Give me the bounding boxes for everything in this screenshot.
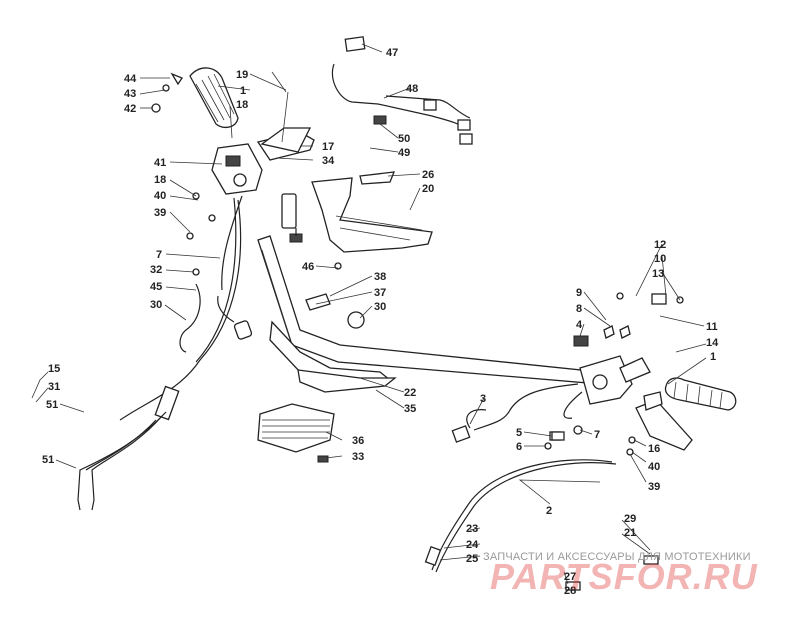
callout-16: 16 (648, 443, 660, 455)
callout-35: 35 (404, 403, 416, 415)
callout-51-lower: 51 (42, 454, 54, 466)
center-panel (311, 171, 433, 253)
callout-45: 45 (150, 281, 162, 293)
callout-48: 48 (406, 83, 418, 95)
watermark-logo: PARTSFOR.RU (490, 556, 758, 597)
callout-19: 19 (236, 69, 248, 81)
callout-44: 44 (124, 73, 137, 85)
callout-43: 43 (124, 88, 136, 100)
right-lever (635, 391, 693, 451)
callout-2: 2 (546, 505, 552, 517)
brake-cable (424, 459, 617, 573)
callout-1-right: 1 (710, 351, 716, 363)
callout-34: 34 (322, 155, 335, 167)
callout-26: 26 (422, 169, 434, 181)
callout-15: 15 (48, 363, 60, 375)
callout-40-left: 40 (154, 190, 166, 202)
right-grip (664, 377, 737, 411)
callout-33: 33 (352, 451, 364, 463)
callout-17: 17 (322, 141, 334, 153)
callout-20: 20 (422, 183, 434, 195)
callout-12: 12 (654, 239, 666, 251)
callout-24: 24 (466, 539, 479, 551)
watermark-tagline: ЗАПЧАСТИ И АКСЕССУАРЫ ДЛЯ МОТОТЕХНИКИ (483, 551, 751, 563)
callout-7-left: 7 (156, 249, 162, 261)
callout-18-top: 18 (236, 99, 248, 111)
callout-27: 27 (564, 571, 576, 583)
callout-37: 37 (374, 287, 386, 299)
callout-25: 25 (466, 553, 478, 565)
callout-5: 5 (516, 427, 522, 439)
throttle-cable (77, 195, 243, 511)
handlebar (257, 235, 601, 393)
callout-51-upper: 51 (46, 399, 58, 411)
callout-3: 3 (480, 393, 486, 405)
callout-10: 10 (654, 253, 666, 265)
callout-38: 38 (374, 271, 386, 283)
callout-9: 9 (576, 287, 582, 299)
callout-29: 29 (624, 513, 636, 525)
callout-7-right: 7 (594, 429, 600, 441)
callout-30-left: 30 (150, 299, 162, 311)
callout-36: 36 (352, 435, 364, 447)
callout-42: 42 (124, 103, 136, 115)
right-small-parts (544, 292, 684, 591)
callout-4: 4 (576, 319, 583, 331)
callout-32: 32 (150, 264, 162, 276)
callout-41: 41 (154, 157, 166, 169)
callout-31: 31 (48, 381, 60, 393)
callout-14: 14 (706, 337, 719, 349)
left-grip (189, 67, 239, 129)
callout-40-right: 40 (648, 461, 660, 473)
leader-lines (31, 43, 707, 585)
callout-30-center: 30 (374, 301, 386, 313)
right-control-housing (573, 325, 651, 405)
callout-6: 6 (516, 441, 522, 453)
callout-22: 22 (404, 387, 416, 399)
left-control-housing (211, 91, 315, 195)
callout-8: 8 (576, 303, 582, 315)
callout-46: 46 (302, 261, 314, 273)
callouts: 44 43 42 19 1 18 17 34 41 18 40 39 7 32 … (42, 47, 719, 597)
callout-39-right: 39 (648, 481, 660, 493)
callout-47: 47 (386, 47, 398, 59)
callout-13: 13 (652, 268, 664, 280)
callout-1-left: 1 (240, 85, 246, 97)
callout-18-left: 18 (154, 174, 166, 186)
wire-harness (331, 36, 473, 145)
callout-11: 11 (706, 321, 718, 333)
callout-21: 21 (624, 527, 636, 539)
callout-23: 23 (466, 523, 478, 535)
callout-49: 49 (398, 147, 410, 159)
callout-39-left: 39 (154, 207, 166, 219)
left-small-parts (151, 72, 365, 353)
left-switch (281, 193, 303, 243)
callout-50: 50 (398, 133, 410, 145)
callout-28: 28 (564, 585, 576, 597)
heater-module (257, 403, 335, 463)
